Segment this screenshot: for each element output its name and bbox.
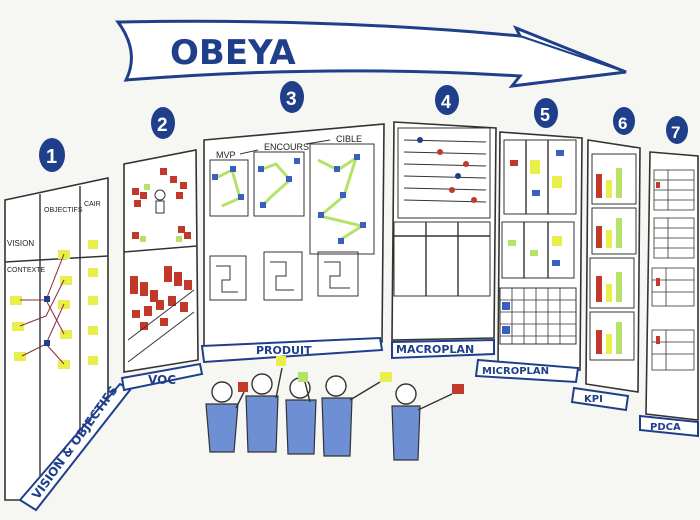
panel-produit: MVP ENCOURS CIBLE PRODUIT xyxy=(200,123,385,364)
person-1 xyxy=(205,381,248,453)
step-number: 2 xyxy=(157,115,168,136)
panel-microplan: MICROPLAN xyxy=(474,131,583,384)
person-4 xyxy=(321,372,392,457)
card-yellow xyxy=(276,356,286,366)
panel-pdca: PDCA xyxy=(639,151,699,438)
panel-label-voc: VOC xyxy=(148,373,176,387)
col-contexte: CONTEXTE xyxy=(7,267,45,274)
label-mvp: MVP xyxy=(216,150,236,160)
label-cible: CIBLE xyxy=(336,134,362,144)
panel-voc: VOC xyxy=(120,149,204,392)
card-red xyxy=(452,384,464,394)
panel-label-produit: PRODUIT xyxy=(256,344,312,357)
panel-macroplan: MACROPLAN xyxy=(391,121,497,360)
person-3 xyxy=(285,372,317,455)
panel-vision-objectifs: VISION CONTEXTE OBJECTIFS CAIR VISION & … xyxy=(4,177,132,512)
person-5 xyxy=(391,383,464,461)
panel-label-macroplan: MACROPLAN xyxy=(396,343,474,356)
card-green xyxy=(298,372,308,382)
obeya-banner: OBEYA xyxy=(115,19,627,88)
col-objectifs: OBJECTIFS xyxy=(44,207,83,214)
step-circle-5: 5 xyxy=(534,98,558,128)
step-number: 5 xyxy=(540,105,550,125)
step-number: 7 xyxy=(671,123,680,142)
panel-label-kpi: KPI xyxy=(584,394,603,405)
col-cairo: CAIR xyxy=(84,201,101,208)
step-circle-7: 7 xyxy=(666,116,688,144)
person-2 xyxy=(245,356,286,453)
step-circle-4: 4 xyxy=(435,85,459,115)
card-red xyxy=(238,382,248,392)
step-circle-2: 2 xyxy=(151,107,175,139)
step-circle-1: 1 xyxy=(39,138,65,172)
panel-kpi: KPI xyxy=(570,139,641,412)
banner-title: OBEYA xyxy=(170,33,296,73)
panel-label-microplan: MICROPLAN xyxy=(482,366,549,377)
step-number: 1 xyxy=(46,146,57,168)
step-number: 3 xyxy=(286,89,297,110)
label-encours: ENCOURS xyxy=(264,142,309,152)
panel-label-pdca: PDCA xyxy=(650,422,681,433)
step-circle-3: 3 xyxy=(280,81,304,113)
card-yellow xyxy=(380,372,392,382)
col-vision: VISION xyxy=(7,239,34,248)
step-number: 6 xyxy=(618,114,627,133)
step-number: 4 xyxy=(441,92,451,112)
step-circle-6: 6 xyxy=(613,107,635,135)
team-people xyxy=(205,356,464,461)
